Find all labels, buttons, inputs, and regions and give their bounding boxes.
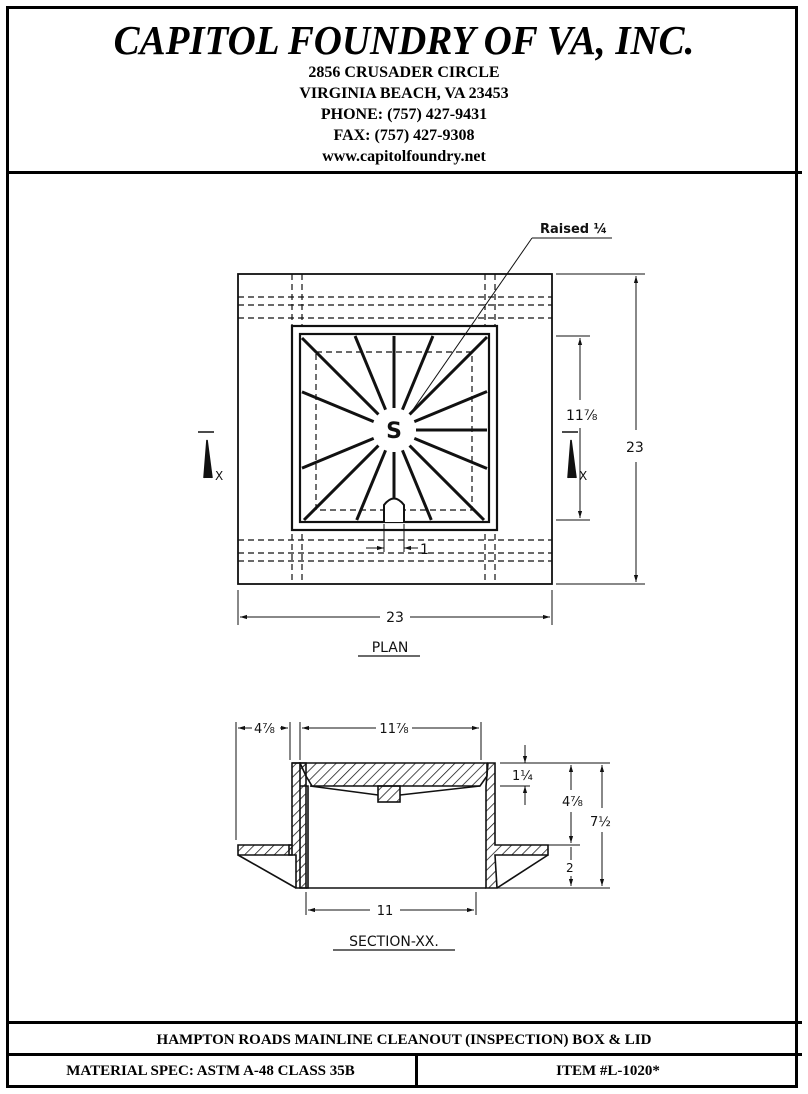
product-name: HAMPTON ROADS MAINLINE CLEANOUT (INSPECT… — [156, 1032, 652, 1048]
plan-inner-dimension: 11⅞ — [566, 408, 598, 424]
center-mark: S — [386, 419, 402, 444]
plan-label: PLAN — [372, 640, 409, 656]
raised-note: Raised ¼ — [540, 222, 607, 237]
lid-spoke — [301, 437, 375, 470]
svg-text:X: X — [215, 469, 223, 483]
header-divider — [6, 171, 802, 174]
lid-spoke — [408, 444, 486, 522]
section-body-dimension: 4⅞ — [562, 795, 583, 810]
section-lid-dimension: 1¼ — [512, 769, 533, 784]
address-line1: 2856 CRUSADER CIRCLE — [308, 64, 500, 81]
lid-spoke — [300, 336, 380, 416]
lid-spoke — [408, 335, 489, 416]
footer-divider — [6, 1021, 802, 1024]
lid-spoke — [353, 335, 387, 411]
section-flange-height-dimension: 2 — [566, 861, 574, 875]
section-marker-right: X — [562, 431, 587, 483]
lid-spoke — [413, 390, 488, 423]
material-spec: MATERIAL SPEC: ASTM A-48 CLASS 35B — [66, 1063, 355, 1079]
section-view: 4⅞ 11⅞ 11 1¼ 4⅞ 2 7½ SECTION-XX. — [235, 722, 611, 951]
lid-spokes — [300, 335, 489, 522]
plan-width-dimension: 23 — [386, 610, 404, 626]
plan-view: S Raised ¼ 1 23 23 11⅞ X X — [198, 222, 645, 657]
lid-spoke — [401, 449, 433, 521]
svg-text:X: X — [579, 469, 587, 483]
company-header: CAPITOL FOUNDRY OF VA, INC. 2856 CRUSADE… — [6, 6, 802, 172]
item-number: ITEM #L-1020* — [556, 1063, 660, 1079]
lid-spoke — [401, 335, 435, 411]
company-name: CAPITOL FOUNDRY OF VA, INC. — [113, 17, 695, 63]
website: www.capitolfoundry.net — [322, 148, 486, 165]
plan-height-dimension: 23 — [626, 440, 644, 456]
footer-column-divider — [415, 1053, 418, 1088]
address-line2: VIRGINIA BEACH, VA 23453 — [299, 85, 509, 102]
lid-spoke — [302, 444, 380, 522]
section-bottom-dimension: 11 — [377, 904, 394, 919]
section-total-dimension: 7½ — [590, 815, 611, 830]
section-top-dimension: 11⅞ — [379, 722, 409, 737]
lid-spoke — [413, 437, 488, 470]
lid-spoke — [301, 390, 375, 423]
phone: PHONE: (757) 427-9431 — [320, 106, 488, 123]
section-label: SECTION-XX. — [349, 934, 439, 950]
lid-spoke — [355, 449, 387, 521]
section-marker-left: X — [198, 431, 223, 483]
footer-row-divider — [6, 1053, 802, 1056]
section-flange-dimension: 4⅞ — [254, 722, 275, 737]
slot-dimension: 1 — [420, 542, 429, 558]
fax: FAX: (757) 427-9308 — [333, 127, 475, 144]
page-frame — [6, 6, 798, 1088]
